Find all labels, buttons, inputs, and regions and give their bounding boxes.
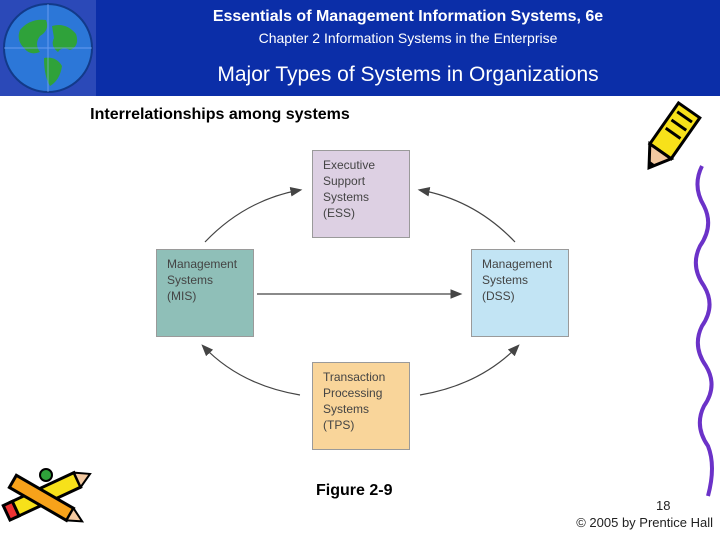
copyright-notice: © 2005 by Prentice Hall bbox=[576, 515, 713, 530]
header-bar: Essentials of Management Information Sys… bbox=[0, 0, 720, 96]
arrow-mis-to-ess bbox=[204, 186, 303, 243]
arrow-tps-to-mis bbox=[201, 344, 301, 396]
globe-icon bbox=[0, 0, 96, 96]
pencil-cluster-icon bbox=[1, 468, 92, 523]
pencil-icon bbox=[647, 100, 714, 497]
mis-box-line: Systems bbox=[167, 273, 214, 287]
tps-box-line: Processing bbox=[323, 386, 383, 400]
chapter-title: Chapter 2 Information Systems in the Ent… bbox=[258, 30, 558, 46]
book-title: Essentials of Management Information Sys… bbox=[212, 8, 604, 25]
tps-box-line: Systems bbox=[323, 402, 370, 416]
arrow-tps-to-dss bbox=[419, 344, 520, 396]
slide-title: Major Types of Systems in Organizations bbox=[217, 63, 599, 86]
tps-box-line: Transaction bbox=[323, 370, 386, 384]
ess-box-line: Systems bbox=[323, 190, 370, 204]
mis-box-line: (MIS) bbox=[167, 289, 197, 303]
tps-box-line: (TPS) bbox=[323, 418, 355, 432]
arrow-dss-to-ess bbox=[417, 186, 516, 243]
diagram-subtitle: Interrelationships among systems bbox=[90, 106, 350, 123]
dss-box-line: (DSS) bbox=[482, 289, 515, 303]
figure-label: Figure 2-9 bbox=[316, 482, 393, 499]
page-number: 18 bbox=[656, 498, 671, 513]
ess-box-line: (ESS) bbox=[323, 206, 356, 220]
ess-box-line: Support bbox=[323, 174, 366, 188]
mis-box-line: Management bbox=[167, 257, 238, 271]
dss-box-line: Systems bbox=[482, 273, 529, 287]
dss-box-line: Management bbox=[482, 257, 553, 271]
ess-box-line: Executive bbox=[323, 158, 376, 172]
